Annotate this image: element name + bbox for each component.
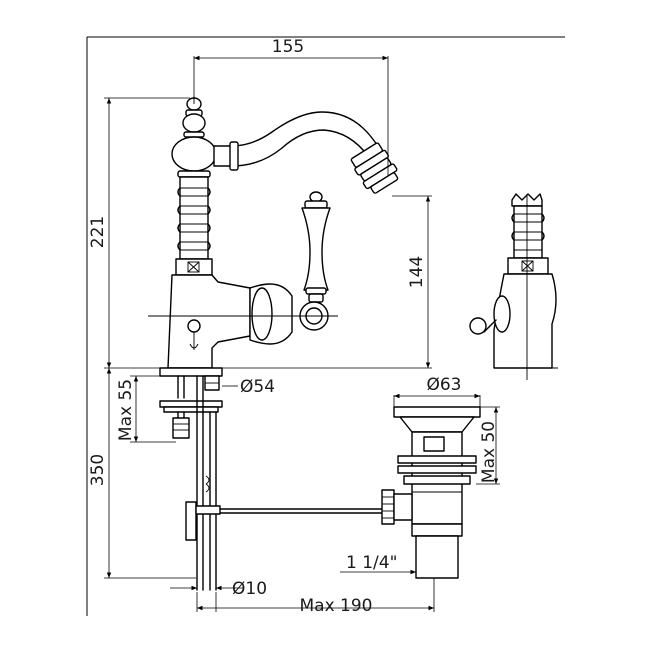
bidet-mixer-front-view [148,96,399,591]
dim-rod-diameter: Ø10 [232,579,267,599]
dim-155: 155 [272,37,304,57]
dim-221: 221 [88,216,108,248]
dim-waste-diameter: Ø63 [426,375,461,395]
lever-handle [301,191,331,303]
lever-finial [171,97,217,178]
mixer-body [167,274,329,369]
bidet-mixer-side-view [469,193,558,380]
dim-waste-thread: 1 1/4" [346,553,397,573]
dim-max-deck-thickness: Max 55 [116,379,136,441]
dim-144: 144 [407,256,427,288]
dim-waste-max-height: Max 50 [479,421,499,483]
dimension-labels: 155 221 144 Ø54 Max 55 350 Ø10 Max 190 Ø… [88,37,499,616]
dim-350: 350 [88,454,108,486]
under-deck-fittings [159,367,383,591]
dim-base-diameter: Ø54 [240,377,275,397]
spout [213,111,399,194]
dimension-lines [104,55,500,612]
body-column [177,176,211,260]
dim-max-190: Max 190 [300,596,373,616]
drawing-frame [86,36,565,616]
collar-nut [175,258,213,276]
pop-up-waste [381,406,481,579]
